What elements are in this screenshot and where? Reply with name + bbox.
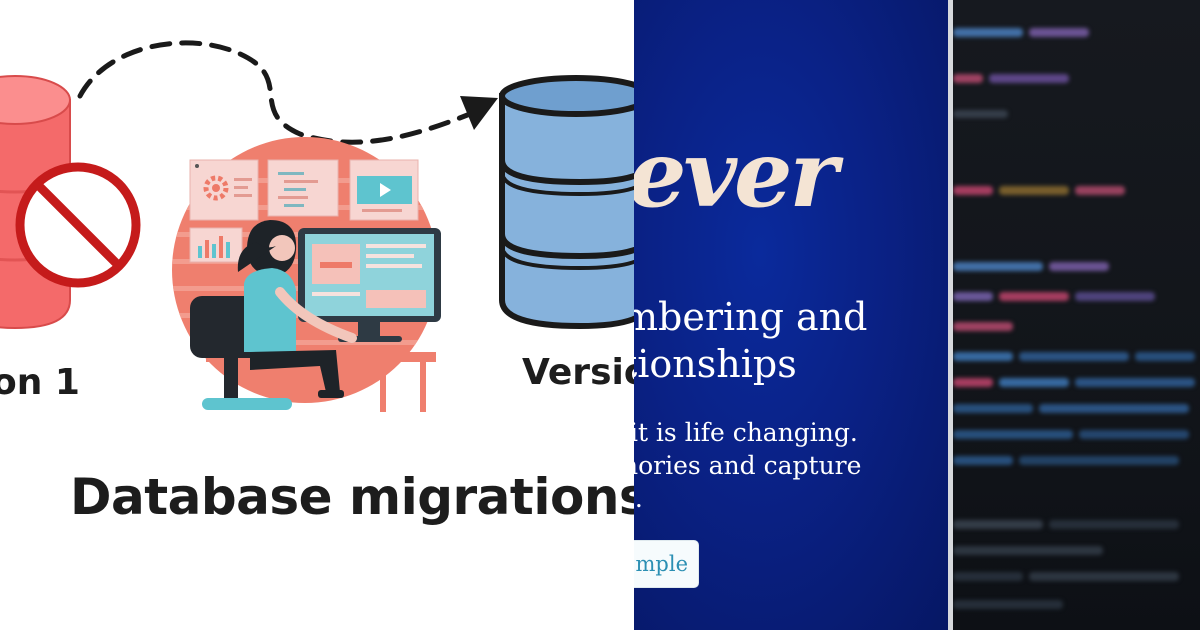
new-database-icon <box>499 75 634 330</box>
body-line: nories and capture <box>634 451 862 480</box>
gear-icon <box>203 175 229 201</box>
example-button[interactable]: mple <box>634 540 699 588</box>
hero-tagline: mbering and tionships <box>634 294 868 388</box>
developer-illustration <box>172 137 441 412</box>
hero-body: it is life changing. nories and capture … <box>634 416 861 515</box>
gear-card <box>189 159 259 221</box>
video-card <box>349 159 419 221</box>
hero-panel: ever mbering and tionships it is life ch… <box>634 0 948 630</box>
target-version-label: Versio <box>522 352 634 393</box>
monitor <box>298 228 441 342</box>
migration-illustration <box>0 40 634 412</box>
chart-card <box>189 227 243 263</box>
panel-divider <box>948 0 953 630</box>
brand-logo: ever <box>634 120 838 228</box>
body-line: it is life changing. <box>634 418 858 447</box>
dashed-arrow-icon <box>77 40 498 145</box>
code-card <box>267 159 339 217</box>
blurred-code-lines <box>953 28 1195 609</box>
migration-graphic-panel: on 1 Versio Database migrations <box>0 0 634 630</box>
source-version-label: on 1 <box>0 362 80 403</box>
code-background-panel <box>953 0 1200 630</box>
person-figure <box>237 220 357 398</box>
tagline-line: mbering and <box>634 295 868 339</box>
no-entry-icon <box>15 162 141 288</box>
body-line: s. <box>634 484 643 513</box>
play-icon <box>380 183 391 197</box>
graphic-heading: Database migrations <box>70 468 634 526</box>
tagline-line: tionships <box>634 342 797 386</box>
